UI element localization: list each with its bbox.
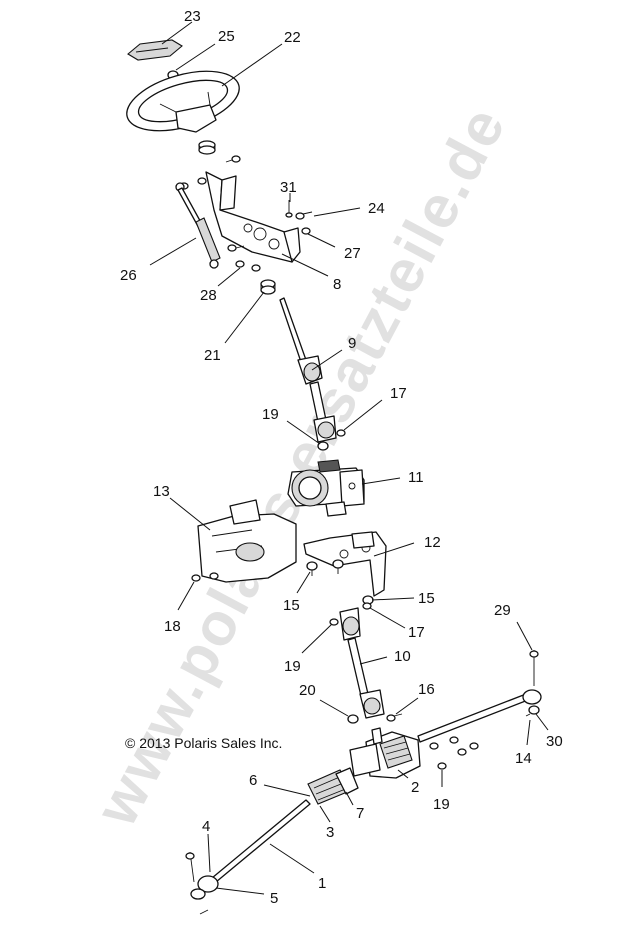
callout-31: 31 [280,179,297,196]
callout-1: 1 [318,875,326,892]
part-lower-shaft [329,602,385,719]
part-steering-cap [127,39,183,61]
part-steering-wheel [126,70,240,133]
callout-20: 20 [299,682,316,699]
part-tierod-right [417,650,542,743]
callout-19c: 19 [433,796,450,813]
callout-15b: 15 [418,590,435,607]
callout-23: 23 [184,8,201,25]
callout-17b: 17 [408,624,425,641]
callout-7: 7 [356,805,364,822]
callout-16: 16 [418,681,435,698]
callout-12: 12 [424,534,441,551]
part-rack-boot [307,767,359,805]
callout-24: 24 [368,200,385,217]
callout-3: 3 [326,824,334,841]
callout-6: 6 [249,772,257,789]
callouts: 23 25 22 31 24 27 26 28 8 21 9 17 19 11 … [120,8,563,907]
callout-14: 14 [515,750,532,767]
part-mount-bracket [303,531,387,597]
callout-4: 4 [202,818,210,835]
part-column-bracket [205,171,301,263]
callout-30: 30 [546,733,563,750]
part-steering-rack [349,727,421,779]
callout-19b: 19 [284,658,301,675]
callout-18: 18 [164,618,181,635]
part-nut-bolt-lower [347,713,403,724]
callout-10: 10 [394,648,411,665]
callout-11: 11 [408,469,424,486]
callout-15a: 15 [283,597,300,614]
callout-28: 28 [200,287,217,304]
callout-27: 27 [344,245,361,262]
part-gas-strut [175,182,221,269]
leader-lines [149,21,549,895]
callout-19a: 19 [262,406,279,423]
callout-21: 21 [204,347,221,364]
callout-17a: 17 [390,385,407,402]
callout-8: 8 [333,276,341,293]
callout-26: 26 [120,267,137,284]
callout-5: 5 [270,890,278,907]
callout-9: 9 [348,335,356,352]
part-power-steering-unit [287,459,365,517]
callout-29: 29 [494,602,511,619]
part-bolts-column [317,429,346,451]
part-nuts-rack [429,736,479,770]
part-bushing-upper [198,140,216,155]
part-bolts-bracket [227,200,313,272]
copyright-text: © 2013 Polaris Sales Inc. [125,735,282,751]
part-cover [197,499,297,583]
callout-22: 22 [284,29,301,46]
part-screws-18 [191,572,219,582]
callout-25: 25 [218,28,235,45]
part-tierod-left [185,799,311,915]
part-bolts-15 [306,559,374,605]
part-upper-shaft [279,297,337,443]
callout-2: 2 [411,779,419,796]
part-bushing-21 [260,279,276,295]
callout-13: 13 [153,483,170,500]
